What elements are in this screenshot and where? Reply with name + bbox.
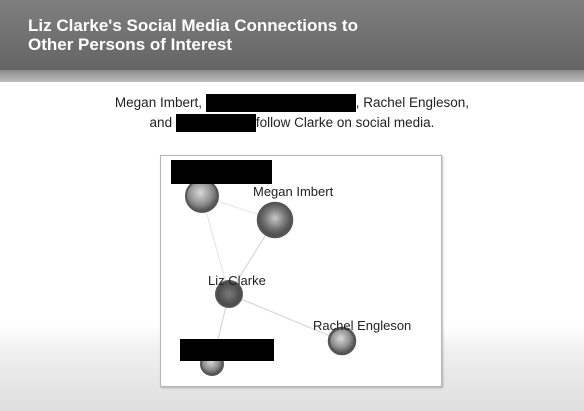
node-label-megan: Megan Imbert — [253, 184, 334, 199]
caption-line-1: Megan Imbert, , Rachel Engleson, — [40, 93, 544, 113]
title-line-2: Other Persons of Interest — [28, 35, 233, 54]
redaction-box — [205, 94, 356, 113]
caption-line-2: and follow Clarke on social media. — [40, 113, 544, 133]
redaction-box — [180, 339, 274, 361]
caption-text-4: follow Clarke on social media. — [255, 115, 435, 130]
node-megan-imbert: Megan Imbert — [253, 184, 334, 239]
title-bar: Liz Clarke's Social Media Connections to… — [0, 0, 584, 82]
redaction-box — [171, 160, 272, 184]
network-svg: Megan Imbert Liz Clarke Rachel Engleson — [171, 160, 411, 376]
node-redacted-2 — [180, 339, 274, 376]
caption: Megan Imbert, , Rachel Engleson, and fol… — [40, 93, 544, 133]
node-liz-clarke: Liz Clarke — [208, 273, 266, 308]
caption-text-3: and — [149, 115, 173, 130]
redaction-box — [175, 114, 256, 133]
caption-text-2: , Rachel Engleson, — [355, 95, 470, 110]
title-line-1: Liz Clarke's Social Media Connections to — [28, 16, 358, 35]
edge-liz-rachel — [228, 293, 343, 342]
node-redacted-1 — [171, 160, 272, 213]
node-label-liz: Liz Clarke — [208, 273, 266, 288]
caption-text-1: Megan Imbert, — [114, 95, 202, 110]
network-diagram: Megan Imbert Liz Clarke Rachel Engleson — [160, 155, 442, 387]
title-band — [0, 70, 584, 82]
node-label-rachel: Rachel Engleson — [313, 318, 411, 333]
slide-title: Liz Clarke's Social Media Connections to… — [28, 16, 428, 54]
node-rachel-engleson: Rachel Engleson — [313, 318, 411, 356]
